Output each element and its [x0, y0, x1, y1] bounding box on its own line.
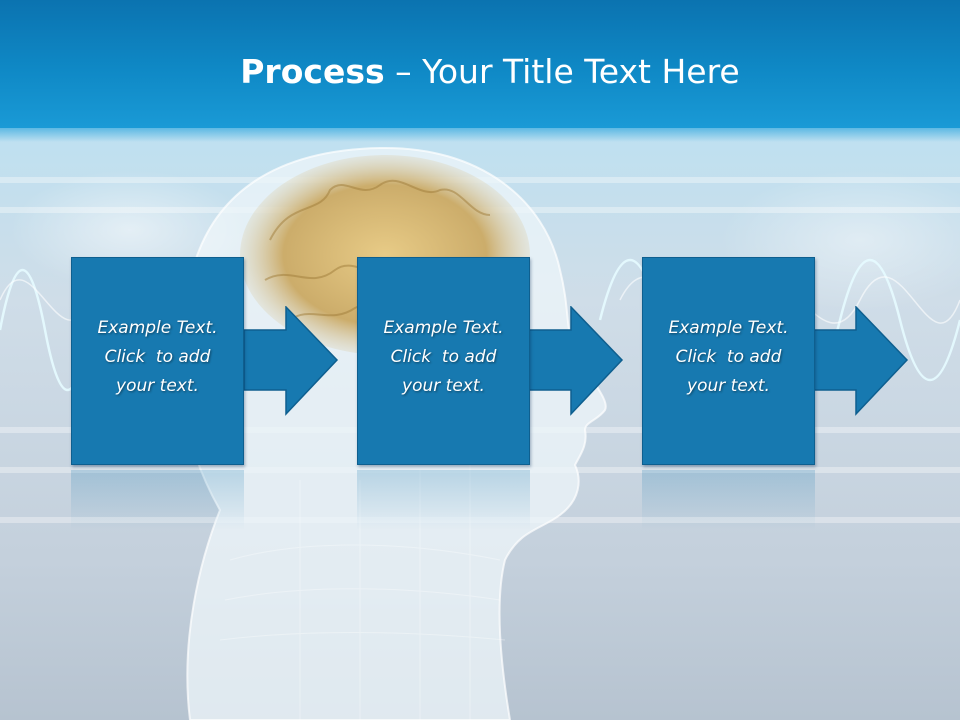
title-bar	[0, 0, 960, 142]
step-text-line: Click to add	[104, 347, 211, 367]
step-text-line: Click to add	[390, 347, 497, 367]
step-text-line: Example Text.	[668, 318, 789, 338]
step-box-1[interactable]: Example Text. Click to add your text.	[71, 257, 244, 465]
step-reflection	[642, 470, 815, 530]
arrow-right-icon	[243, 306, 339, 416]
title-bold: Process	[240, 52, 385, 91]
slide-title[interactable]: Process – Your Title Text Here	[0, 52, 960, 91]
step-text-line: Click to add	[675, 347, 782, 367]
step-reflection	[357, 470, 530, 530]
step-text: Example Text. Click to add your text.	[358, 314, 529, 401]
title-rest: – Your Title Text Here	[384, 52, 740, 91]
step-text-line: Example Text.	[383, 318, 504, 338]
step-box-2[interactable]: Example Text. Click to add your text.	[357, 257, 530, 465]
step-text: Example Text. Click to add your text.	[72, 314, 243, 401]
arrow-right-icon	[813, 306, 909, 416]
step-text: Example Text. Click to add your text.	[643, 314, 814, 401]
step-text-line: your text.	[402, 376, 485, 396]
step-text-line: your text.	[687, 376, 770, 396]
step-box-3[interactable]: Example Text. Click to add your text.	[642, 257, 815, 465]
step-text-line: Example Text.	[97, 318, 218, 338]
step-reflection	[71, 470, 244, 530]
step-text-line: your text.	[116, 376, 199, 396]
arrow-right-icon	[528, 306, 624, 416]
